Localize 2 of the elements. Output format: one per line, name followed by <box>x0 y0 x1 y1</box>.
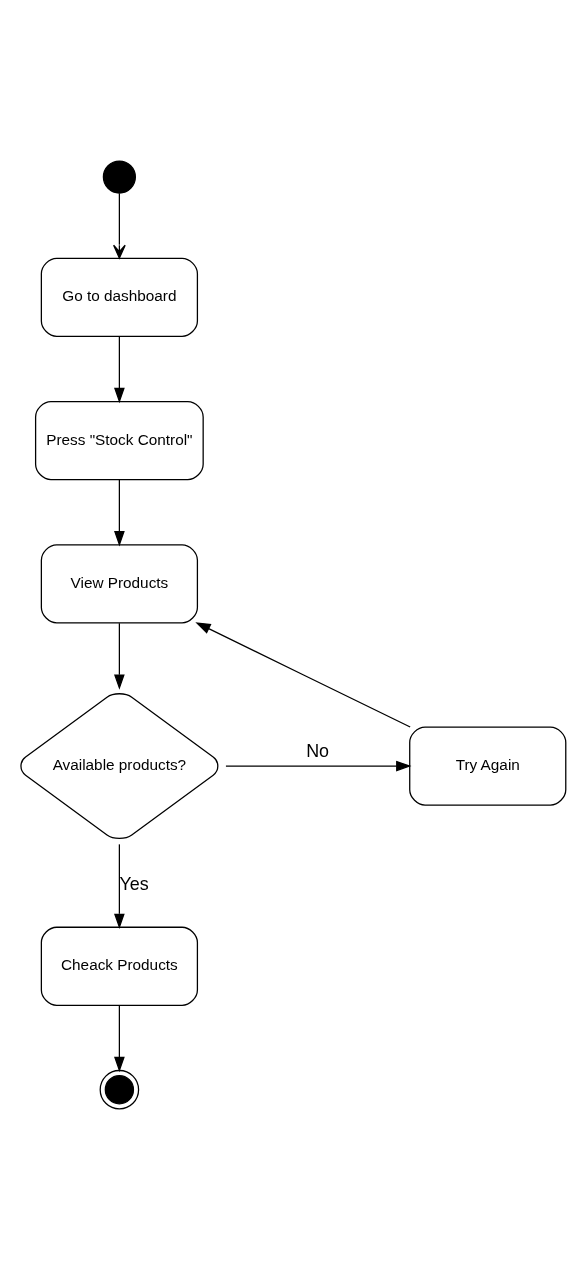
edge-label: No <box>306 741 330 762</box>
edge-label: Yes <box>119 874 149 895</box>
